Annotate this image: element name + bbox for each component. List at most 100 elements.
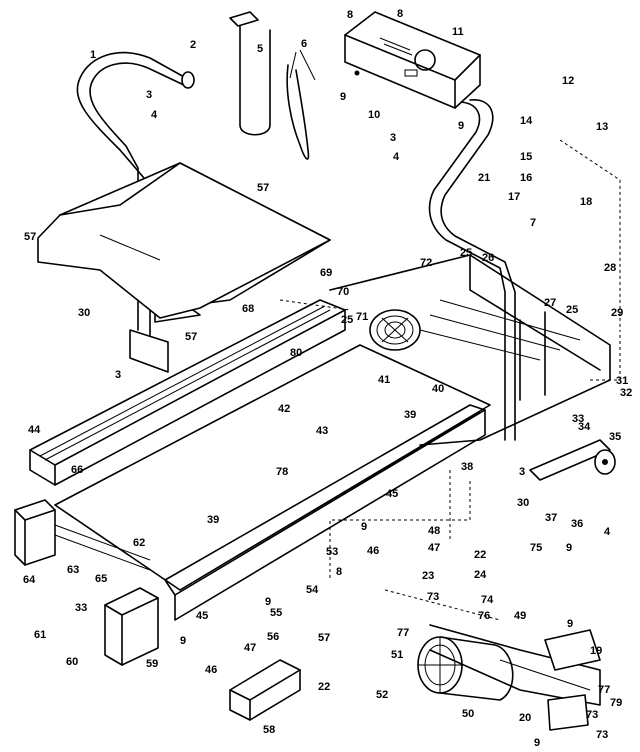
callout-73b: 73 — [586, 709, 598, 721]
callout-9g: 9 — [567, 618, 573, 630]
callout-50: 50 — [462, 708, 474, 720]
callout-73: 73 — [427, 591, 439, 603]
callout-73c: 73 — [596, 729, 608, 741]
callout-25: 25 — [460, 247, 472, 259]
callout-25c: 25 — [341, 314, 353, 326]
callout-12: 12 — [562, 75, 574, 87]
callout-76: 76 — [478, 610, 490, 622]
callout-9b: 9 — [458, 120, 464, 132]
console — [344, 11, 481, 109]
callout-80: 80 — [290, 347, 302, 359]
callout-29: 29 — [611, 307, 623, 319]
handrail-right — [428, 99, 516, 441]
callout-70: 70 — [337, 286, 349, 298]
callout-39b: 39 — [207, 514, 219, 526]
callout-69: 69 — [320, 267, 332, 279]
callout-9: 9 — [340, 91, 346, 103]
motor-hood — [37, 162, 331, 323]
callout-21: 21 — [478, 172, 490, 184]
callout-45b: 45 — [196, 610, 208, 622]
callout-53: 53 — [326, 546, 338, 558]
flywheel — [369, 309, 421, 351]
callout-52: 52 — [376, 689, 388, 701]
callout-58: 58 — [263, 724, 275, 736]
callout-27: 27 — [544, 297, 556, 309]
callout-46b: 46 — [205, 664, 217, 676]
callout-51: 51 — [391, 649, 403, 661]
callout-47: 47 — [428, 542, 440, 554]
callout-63: 63 — [67, 564, 79, 576]
callout-72: 72 — [420, 257, 432, 269]
callout-33: 33 — [572, 413, 584, 425]
callout-42: 42 — [278, 403, 290, 415]
callout-4c: 4 — [604, 526, 611, 538]
callout-19: 19 — [590, 645, 602, 657]
callout-77: 77 — [397, 627, 409, 639]
callout-3b: 3 — [390, 132, 396, 144]
callout-71: 71 — [356, 311, 368, 323]
callout-9e: 9 — [265, 596, 271, 608]
callout-34: 34 — [578, 421, 591, 433]
callout-17: 17 — [508, 191, 520, 203]
callout-40: 40 — [432, 383, 444, 395]
callout-10: 10 — [368, 109, 380, 121]
callout-labels: 1 2 3 4 5 6 8 8 9 10 11 9 3 4 12 14 13 1… — [23, 8, 632, 749]
callout-30b: 30 — [517, 497, 529, 509]
callout-13: 13 — [596, 121, 608, 133]
callout-22b: 22 — [318, 681, 330, 693]
callout-74: 74 — [481, 594, 494, 606]
callout-47b: 47 — [244, 642, 256, 654]
callout-41: 41 — [378, 374, 390, 386]
callout-9c: 9 — [361, 521, 367, 533]
callout-18: 18 — [580, 196, 592, 208]
callout-2: 2 — [190, 39, 196, 51]
callout-57b: 57 — [24, 231, 36, 243]
callout-4: 4 — [151, 109, 158, 121]
handrail-left — [76, 51, 195, 373]
dashed-leaders — [279, 139, 621, 621]
motor-assembly — [417, 624, 601, 706]
callout-57d: 57 — [318, 632, 330, 644]
callout-3: 3 — [146, 89, 152, 101]
callout-78: 78 — [276, 466, 288, 478]
callout-44: 44 — [28, 424, 41, 436]
callout-45: 45 — [386, 488, 398, 500]
callout-48: 48 — [428, 525, 440, 537]
callout-23: 23 — [422, 570, 434, 582]
callout-11: 11 — [452, 26, 464, 38]
callout-20: 20 — [519, 712, 531, 724]
callout-77b: 77 — [598, 684, 610, 696]
mount-bracket-58 — [229, 659, 301, 721]
end-cap-64 — [14, 499, 151, 571]
callout-26: 26 — [482, 252, 494, 264]
callout-16: 16 — [520, 172, 532, 184]
callout-33b: 33 — [75, 602, 87, 614]
callout-8: 8 — [347, 9, 353, 21]
callout-1: 1 — [90, 49, 96, 61]
callout-43: 43 — [316, 425, 328, 437]
callout-37: 37 — [545, 512, 557, 524]
upright-bag — [229, 11, 271, 136]
callout-5: 5 — [257, 43, 263, 55]
end-cap-59 — [104, 587, 159, 666]
callout-9h: 9 — [534, 737, 540, 749]
callout-64: 64 — [23, 574, 36, 586]
rear-roller-bracket — [529, 439, 616, 481]
callout-6: 6 — [301, 38, 307, 50]
callout-49: 49 — [514, 610, 526, 622]
callout-15: 15 — [520, 151, 532, 163]
callout-46: 46 — [367, 545, 379, 557]
callout-79: 79 — [610, 697, 622, 709]
callout-7: 7 — [530, 217, 536, 229]
callout-66: 66 — [71, 464, 83, 476]
callout-56: 56 — [267, 631, 279, 643]
callout-30: 30 — [78, 307, 90, 319]
callout-62: 62 — [133, 537, 145, 549]
cable-6 — [286, 49, 316, 160]
callout-65: 65 — [95, 573, 107, 585]
callout-60: 60 — [66, 656, 78, 668]
callout-35: 35 — [609, 431, 621, 443]
callout-14: 14 — [520, 115, 533, 127]
callout-38: 38 — [461, 461, 473, 473]
